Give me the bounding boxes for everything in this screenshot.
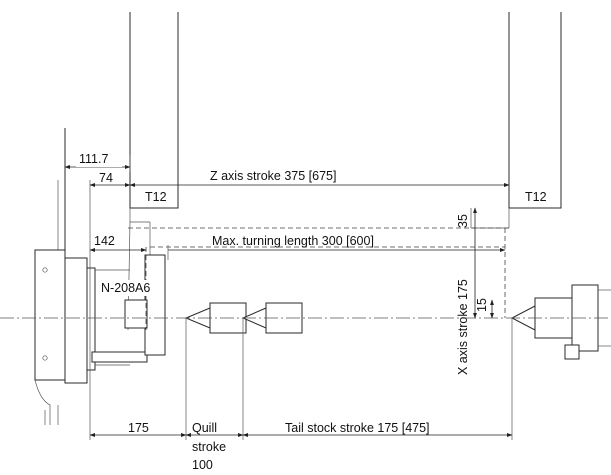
label-35: 35 bbox=[456, 214, 470, 228]
tailstock-right bbox=[510, 284, 611, 360]
label-142: 142 bbox=[94, 234, 115, 248]
spindle-chuck bbox=[34, 128, 166, 425]
label-tool-right: T12 bbox=[525, 190, 547, 204]
dim-bottom bbox=[89, 318, 513, 440]
label-x-stroke: X axis stroke 175 bbox=[456, 279, 470, 375]
dim-max-turning bbox=[89, 245, 506, 260]
label-74: 74 bbox=[99, 171, 113, 185]
label-tool-left: T12 bbox=[145, 190, 167, 204]
label-chuck-model: N-208A6 bbox=[101, 281, 150, 295]
dim-z-stroke bbox=[89, 180, 510, 440]
label-quill-3: 100 bbox=[192, 458, 213, 472]
label-111-7: 111.7 bbox=[79, 152, 108, 166]
label-z-stroke: Z axis stroke 375 [675] bbox=[210, 169, 336, 183]
dim-x-stroke bbox=[473, 207, 494, 319]
label-quill-2: stroke bbox=[192, 440, 226, 454]
label-175: 175 bbox=[128, 421, 149, 435]
label-tail-stroke: Tail stock stroke 175 [475] bbox=[285, 421, 430, 435]
label-15: 15 bbox=[475, 298, 489, 312]
label-max-turning: Max. turning length 300 [600] bbox=[212, 234, 374, 248]
label-quill-1: Quill bbox=[192, 421, 217, 435]
turret-right bbox=[470, 12, 562, 229]
workpiece bbox=[124, 299, 148, 329]
